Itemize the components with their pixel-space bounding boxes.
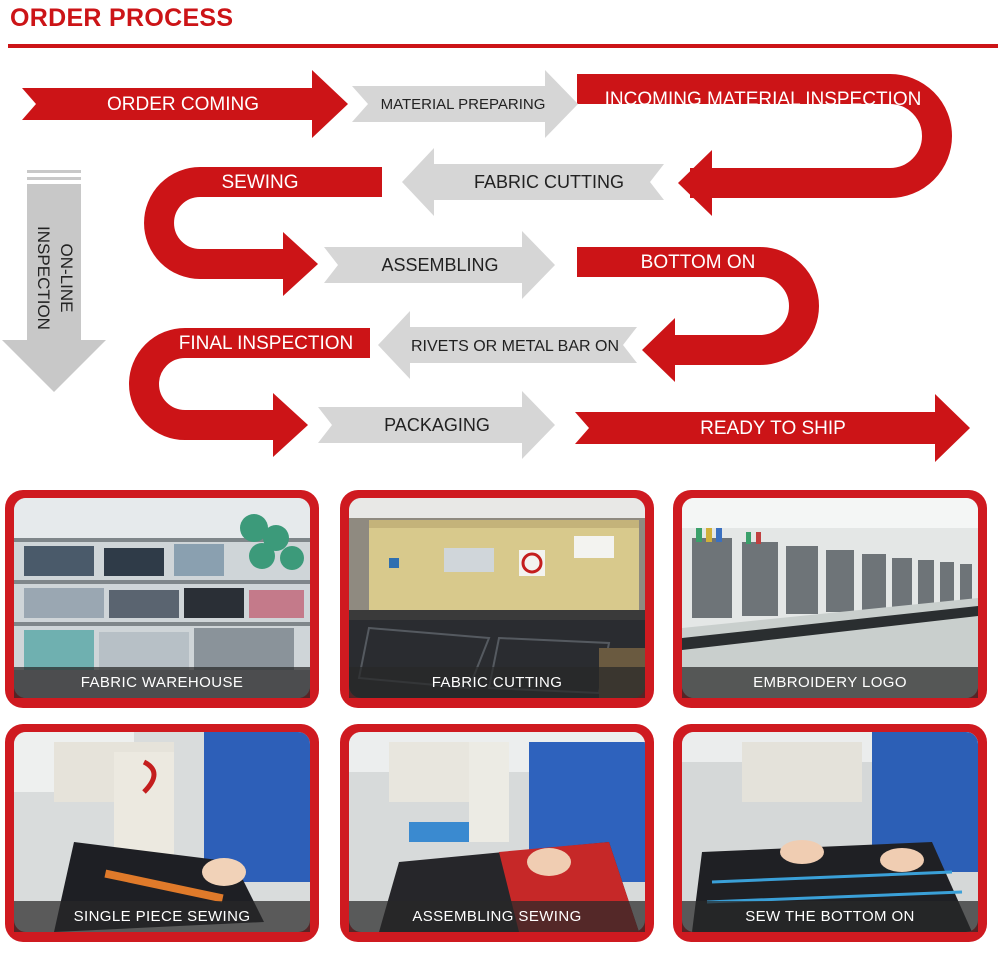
side-label-online: ON-LINE xyxy=(57,244,76,313)
u-turn-4 xyxy=(129,328,370,440)
photo-card-fabric-warehouse: FABRIC WAREHOUSE xyxy=(5,490,319,708)
photo-card-sew-the-bottom-on: SEW THE BOTTOM ON xyxy=(673,724,987,942)
step-ready-to-ship: READY TO SHIP xyxy=(700,418,846,439)
photo-caption: SINGLE PIECE SEWING xyxy=(14,901,310,932)
u-turn-4-arrowhead xyxy=(273,393,308,457)
arrow-rivets xyxy=(378,311,637,379)
photo-caption: FABRIC WAREHOUSE xyxy=(14,667,310,698)
u-turn-3-arrowhead xyxy=(642,318,675,382)
photo-caption: EMBROIDERY LOGO xyxy=(682,667,978,698)
step-sewing: SEWING xyxy=(221,172,298,193)
title-rule xyxy=(8,44,998,48)
step-bottom-on: BOTTOM ON xyxy=(641,252,756,273)
arrow-ready-to-ship xyxy=(575,394,970,462)
arrow-order-coming xyxy=(22,70,348,138)
page-title: ORDER PROCESS xyxy=(10,4,234,32)
step-packaging: PACKAGING xyxy=(384,415,490,435)
side-label-inspection: INSPECTION xyxy=(34,226,53,330)
sewing-photo xyxy=(349,732,645,932)
photo-caption: FABRIC CUTTING xyxy=(349,667,645,698)
step-assembling: ASSEMBLING xyxy=(381,255,498,275)
arrow-fabric-cutting xyxy=(402,148,664,216)
u-turn-1-arrowhead xyxy=(678,150,712,216)
u-turn-2-arrowhead xyxy=(283,232,318,296)
photo-card-fabric-cutting: FABRIC CUTTING xyxy=(340,490,654,708)
order-process-flowchart: ORDER COMING MATERIAL PREPARING INCOMING… xyxy=(2,70,970,462)
step-final-inspection: FINAL INSPECTION xyxy=(179,333,354,354)
arrow-material-preparing xyxy=(352,70,578,138)
photo-card-embroidery-logo: EMBROIDERY LOGO xyxy=(673,490,987,708)
sewing-photo xyxy=(682,732,978,932)
online-stripe-1 xyxy=(27,170,81,173)
u-turn-3 xyxy=(577,247,819,365)
u-turn-2 xyxy=(144,167,382,279)
step-fabric-cutting: FABRIC CUTTING xyxy=(474,172,624,192)
online-stripe-2 xyxy=(27,177,81,180)
arrow-packaging xyxy=(318,391,555,459)
photo-caption: ASSEMBLING SEWING xyxy=(349,901,645,932)
arrow-assembling xyxy=(324,231,555,299)
step-material-preparing: MATERIAL PREPARING xyxy=(381,96,546,113)
embroidery-photo xyxy=(682,498,978,698)
photo-caption: SEW THE BOTTOM ON xyxy=(682,901,978,932)
step-incoming-material-inspection: INCOMING MATERIAL INSPECTION xyxy=(605,89,922,110)
photo-card-single-piece-sewing: SINGLE PIECE SEWING xyxy=(5,724,319,942)
arrow-online-inspection xyxy=(2,184,106,392)
step-rivets-or-metal-bar-on: RIVETS OR METAL BAR ON xyxy=(411,338,619,355)
sewing-photo xyxy=(14,732,310,932)
u-turn-1 xyxy=(577,74,952,198)
photo-card-assembling-sewing: ASSEMBLING SEWING xyxy=(340,724,654,942)
step-order-coming: ORDER COMING xyxy=(107,94,259,115)
